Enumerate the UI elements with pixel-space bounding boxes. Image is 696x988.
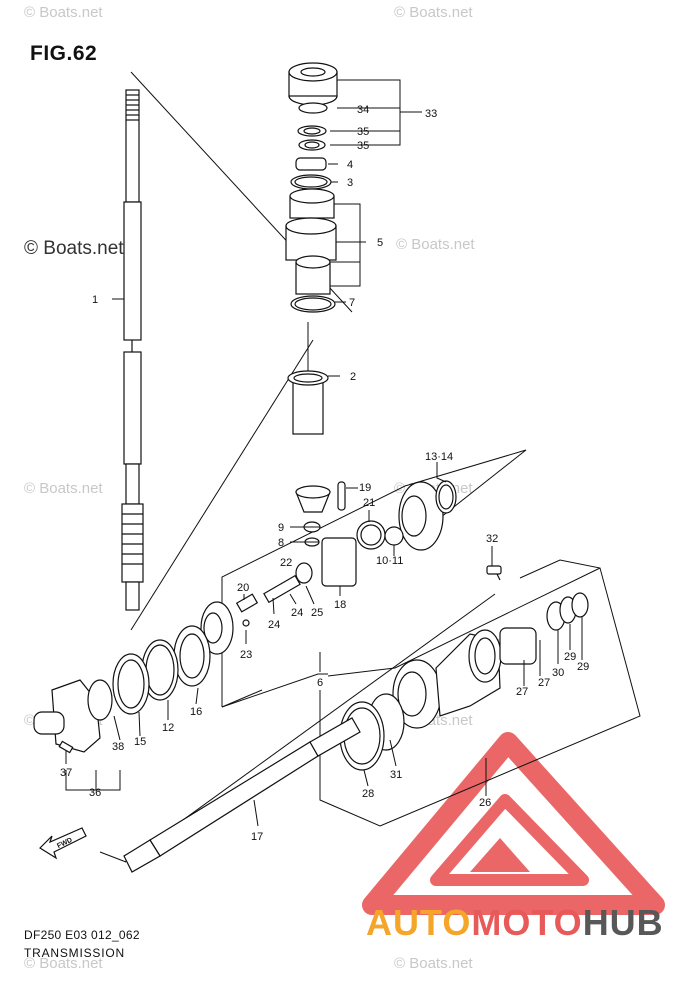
watermark: © Boats.net bbox=[24, 4, 103, 21]
upper-bearing-assembly bbox=[285, 62, 338, 313]
callout-28: 28 bbox=[362, 788, 374, 800]
callout-38: 38 bbox=[112, 741, 124, 753]
brand-auto: AUTO bbox=[366, 902, 472, 943]
callout-29-left: 29 bbox=[564, 651, 576, 663]
callout-27-left: 27 bbox=[516, 686, 528, 698]
callout-brackets bbox=[65, 79, 583, 827]
callout-17: 17 bbox=[251, 831, 263, 843]
callout-29-right: 29 bbox=[577, 661, 589, 673]
drive-shaft-sleeve bbox=[287, 370, 329, 435]
forward-direction-arrow: FWD bbox=[39, 827, 87, 860]
callout-34: 34 bbox=[357, 104, 369, 116]
callout-35-lower: 35 bbox=[357, 140, 369, 152]
callout-12: 12 bbox=[162, 722, 174, 734]
brand-hub: HUB bbox=[582, 902, 664, 943]
callout-30: 30 bbox=[552, 667, 564, 679]
forward-gear bbox=[384, 480, 457, 551]
watermark: © Boats.net bbox=[394, 955, 473, 972]
callout-16: 16 bbox=[190, 706, 202, 718]
callout-25: 25 bbox=[311, 607, 323, 619]
propeller-shaft bbox=[123, 717, 361, 873]
bearing-housing bbox=[33, 679, 113, 754]
callout-32: 32 bbox=[486, 533, 498, 545]
callout-18: 18 bbox=[334, 599, 346, 611]
figure-code: DF250 E03 012_062 bbox=[24, 928, 140, 942]
callout-19: 19 bbox=[359, 482, 371, 494]
callout-31: 31 bbox=[390, 769, 402, 781]
callout-27-right: 27 bbox=[538, 677, 550, 689]
figure-title: FIG.62 bbox=[30, 42, 98, 65]
callout-24-lower: 24 bbox=[268, 619, 280, 631]
callout-35-upper: 35 bbox=[357, 126, 369, 138]
callout-6: 6 bbox=[317, 677, 323, 689]
callout-26: 26 bbox=[479, 797, 491, 809]
callout-3: 3 bbox=[347, 177, 353, 189]
watermark: © Boats.net bbox=[24, 480, 103, 497]
watermark: © Boats.net bbox=[396, 236, 475, 253]
callout-5: 5 bbox=[377, 237, 383, 249]
brand-triangle-logo bbox=[362, 732, 665, 915]
callout-15: 15 bbox=[134, 736, 146, 748]
callout-33: 33 bbox=[425, 108, 437, 120]
propeller-shaft-housing bbox=[339, 565, 589, 771]
drive-shaft bbox=[121, 89, 144, 611]
callout-8: 8 bbox=[278, 537, 284, 549]
watermark: © Boats.net bbox=[394, 4, 473, 21]
brand-moto: MOTO bbox=[471, 902, 583, 943]
callout-37: 37 bbox=[60, 767, 72, 779]
callout-7: 7 bbox=[349, 297, 355, 309]
automotohub-logo-text: AUTOMOTOHUB bbox=[366, 902, 664, 944]
callout-4: 4 bbox=[347, 159, 353, 171]
callout-numbers: 1 2 3 4 5 6 7 8 9 10·11 12 13·14 15 16 1… bbox=[60, 104, 589, 843]
callout-36: 36 bbox=[89, 787, 101, 799]
figure-caption: TRANSMISSION bbox=[24, 946, 125, 960]
callout-13-14: 13·14 bbox=[425, 451, 453, 463]
callout-9: 9 bbox=[278, 522, 284, 534]
callout-23: 23 bbox=[240, 649, 252, 661]
callout-10-11: 10·11 bbox=[376, 555, 403, 567]
watermark: © Boats.net bbox=[24, 955, 103, 972]
callout-24-upper: 24 bbox=[291, 607, 303, 619]
callout-20: 20 bbox=[237, 582, 249, 594]
reverse-gear-group bbox=[112, 601, 234, 715]
callout-22: 22 bbox=[280, 557, 292, 569]
callout-1: 1 bbox=[92, 294, 98, 306]
watermark-prominent: © Boats.net bbox=[24, 238, 124, 259]
pinion-gear-and-clutch bbox=[235, 481, 386, 627]
callout-2: 2 bbox=[350, 371, 356, 383]
callout-21: 21 bbox=[363, 497, 375, 509]
